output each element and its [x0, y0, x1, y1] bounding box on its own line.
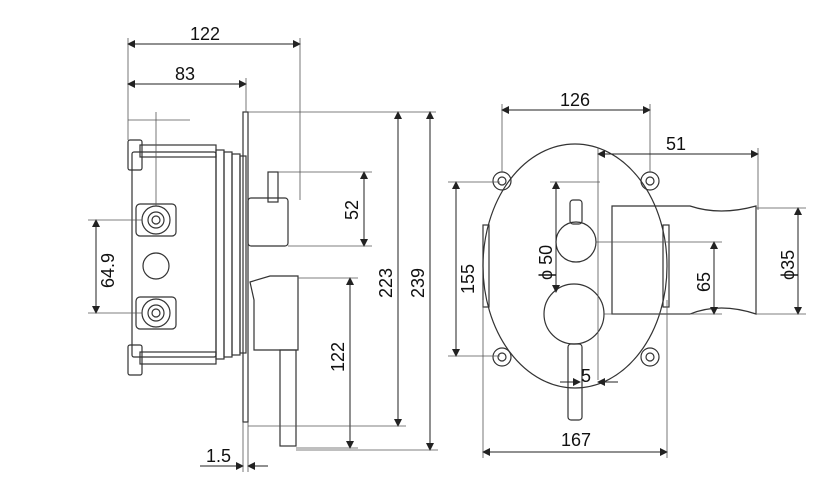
- valve-body: [127, 111, 249, 423]
- dim-body-depth: 83: [175, 64, 195, 84]
- side-view: 122 83 64.9 52 122 223 239 1.5: [88, 24, 438, 472]
- dim-height-inner: 223: [376, 268, 396, 298]
- lower-knob: [543, 283, 605, 421]
- dim-knob-diameter: ϕ 50: [536, 245, 556, 280]
- mounting-lugs: [492, 171, 660, 367]
- dim-handle-diameter: ϕ35: [778, 250, 798, 280]
- dim-plate-top: 126: [560, 90, 590, 110]
- inlet-middle: [142, 252, 170, 280]
- dim-knob-spacing: 65: [694, 272, 714, 292]
- dim-inlet-spacing: 64.9: [98, 253, 118, 288]
- upper-knob: [555, 199, 597, 263]
- dim-plate: 1.5: [206, 446, 231, 466]
- lower-handle-side: [249, 275, 299, 447]
- lever-handle: [611, 205, 757, 315]
- dim-plate-width: 167: [561, 430, 591, 450]
- upper-handle-side: [247, 171, 289, 247]
- front-view: 126 51 155 ϕ 50 65 ϕ35 5 167: [448, 90, 806, 458]
- dim-lower-handle: 122: [328, 342, 348, 372]
- dim-height-outer: 239: [408, 268, 428, 298]
- dim-small: 5: [581, 366, 591, 386]
- cover-plate: [482, 143, 670, 389]
- dim-handle-offset: 51: [666, 134, 686, 154]
- dim-total-depth: 122: [190, 24, 220, 44]
- dim-upper-handle: 52: [342, 200, 362, 220]
- dim-plate-height: 155: [458, 264, 478, 294]
